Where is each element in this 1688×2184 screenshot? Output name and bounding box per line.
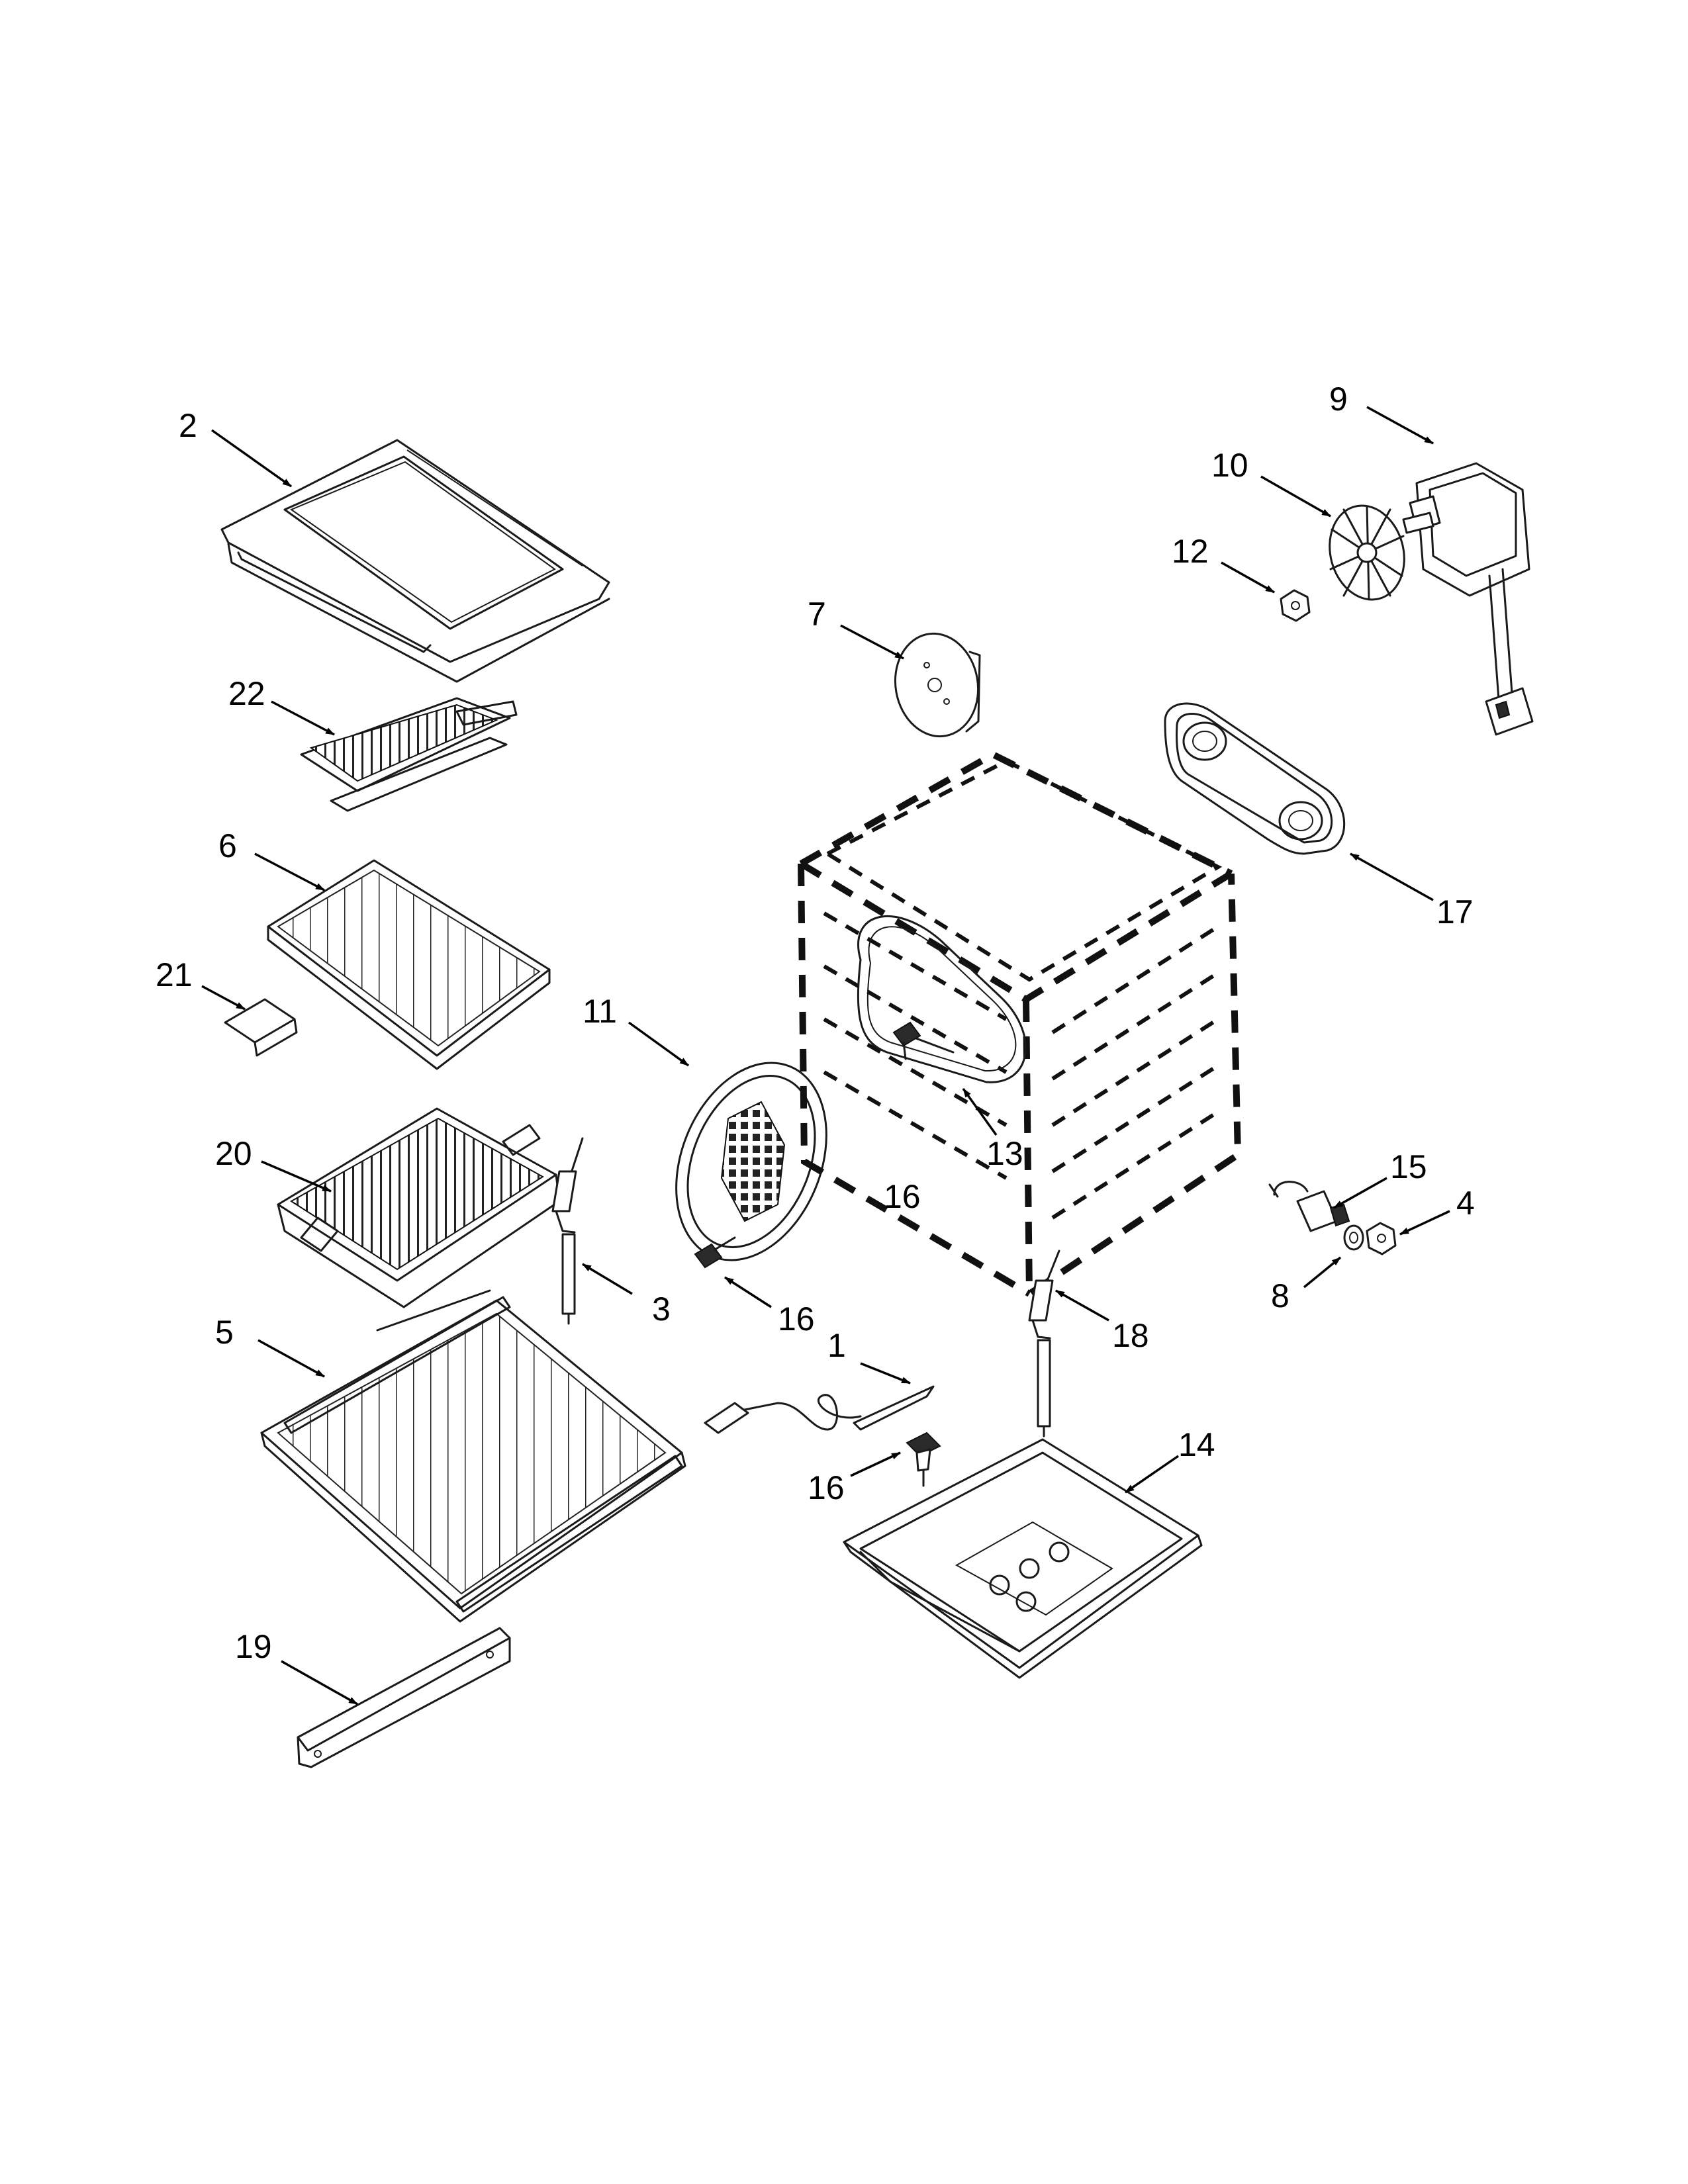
part-8-washer[interactable] [1343, 1224, 1364, 1251]
callout-number: 15 [1390, 1148, 1427, 1185]
callout-number: 16 [778, 1300, 815, 1338]
part-16-screw-a[interactable] [694, 1236, 736, 1269]
callout-number: 2 [179, 407, 197, 444]
part-3-temperature-sensor[interactable] [551, 1137, 584, 1325]
callout-number: 22 [228, 675, 265, 712]
callout-number: 11 [583, 993, 617, 1030]
part-21-bracket[interactable] [224, 998, 298, 1057]
part-15-switch[interactable] [1268, 1181, 1350, 1232]
callout-6: 6 [218, 827, 325, 891]
part-5-rollout-rack[interactable] [260, 1289, 686, 1623]
callout-3: 3 [582, 1263, 671, 1328]
callout-4: 4 [1399, 1185, 1475, 1236]
callout-number: 19 [235, 1628, 272, 1665]
callout-number: 6 [218, 827, 237, 864]
callout-7: 7 [808, 596, 904, 660]
callout-9: 9 [1329, 381, 1434, 445]
part-1-meat-probe[interactable] [704, 1385, 935, 1434]
callout-number: 21 [156, 956, 193, 993]
callout-19: 19 [235, 1628, 358, 1706]
callout-number: 5 [215, 1314, 234, 1351]
callout-1: 1 [827, 1327, 911, 1385]
callout-number: 18 [1112, 1317, 1149, 1354]
part-7-fan-disc[interactable] [887, 627, 986, 743]
callout-number: 12 [1172, 533, 1209, 570]
part-12-nut[interactable] [1280, 589, 1311, 622]
callout-17: 17 [1350, 852, 1474, 931]
callout-number: 16 [808, 1469, 845, 1506]
callout-number: 16 [884, 1178, 921, 1215]
callout-21: 21 [156, 956, 246, 1011]
callout-20: 20 [215, 1135, 332, 1193]
callout-number: 3 [652, 1291, 671, 1328]
part-4-nut[interactable] [1366, 1222, 1397, 1255]
part-14-bottom-pan[interactable] [843, 1438, 1203, 1679]
callout-12: 12 [1172, 533, 1275, 594]
part-16-screw-b[interactable] [892, 1021, 921, 1060]
part-18-sensor[interactable] [1028, 1250, 1060, 1437]
callout-number: 4 [1456, 1185, 1475, 1222]
callout-5: 5 [215, 1314, 325, 1378]
part-2-top-panel[interactable] [220, 439, 610, 683]
part-13-convection-element[interactable] [857, 915, 1027, 1083]
callout-16-b: 16 [884, 1178, 921, 1215]
part-20-bake-element[interactable] [277, 1107, 561, 1308]
callout-16-a: 16 [724, 1276, 815, 1338]
callout-15: 15 [1333, 1148, 1427, 1209]
callout-number: 10 [1211, 447, 1248, 484]
part-11-fan-baffle[interactable] [649, 1040, 855, 1283]
callout-2: 2 [179, 407, 293, 488]
callout-13: 13 [962, 1087, 1023, 1172]
callout-14: 14 [1125, 1426, 1215, 1494]
part-17-fan-cover[interactable] [1164, 702, 1346, 855]
callout-8: 8 [1271, 1256, 1342, 1314]
part-10-fan-blade[interactable] [1319, 497, 1415, 608]
callout-number: 8 [1271, 1277, 1289, 1314]
callout-16-c: 16 [808, 1451, 901, 1506]
part-9-fan-motor[interactable] [1402, 462, 1534, 736]
oven-cavity-reference [798, 751, 1242, 1300]
callout-22: 22 [228, 675, 335, 736]
part-6-wire-rack[interactable] [267, 859, 551, 1070]
callout-number: 13 [986, 1135, 1023, 1172]
part-22-broil-element[interactable] [300, 697, 518, 812]
callout-number: 1 [827, 1327, 846, 1364]
callout-10: 10 [1211, 447, 1331, 518]
callout-number: 9 [1329, 381, 1348, 418]
callout-18: 18 [1055, 1289, 1149, 1354]
callout-number: 20 [215, 1135, 252, 1172]
callout-11: 11 [583, 993, 690, 1067]
part-16-screw-c[interactable] [906, 1432, 941, 1487]
callout-number: 7 [808, 596, 826, 633]
part-19-trim-strip[interactable] [297, 1627, 511, 1768]
callout-number: 14 [1178, 1426, 1215, 1463]
callout-number: 17 [1436, 893, 1474, 931]
